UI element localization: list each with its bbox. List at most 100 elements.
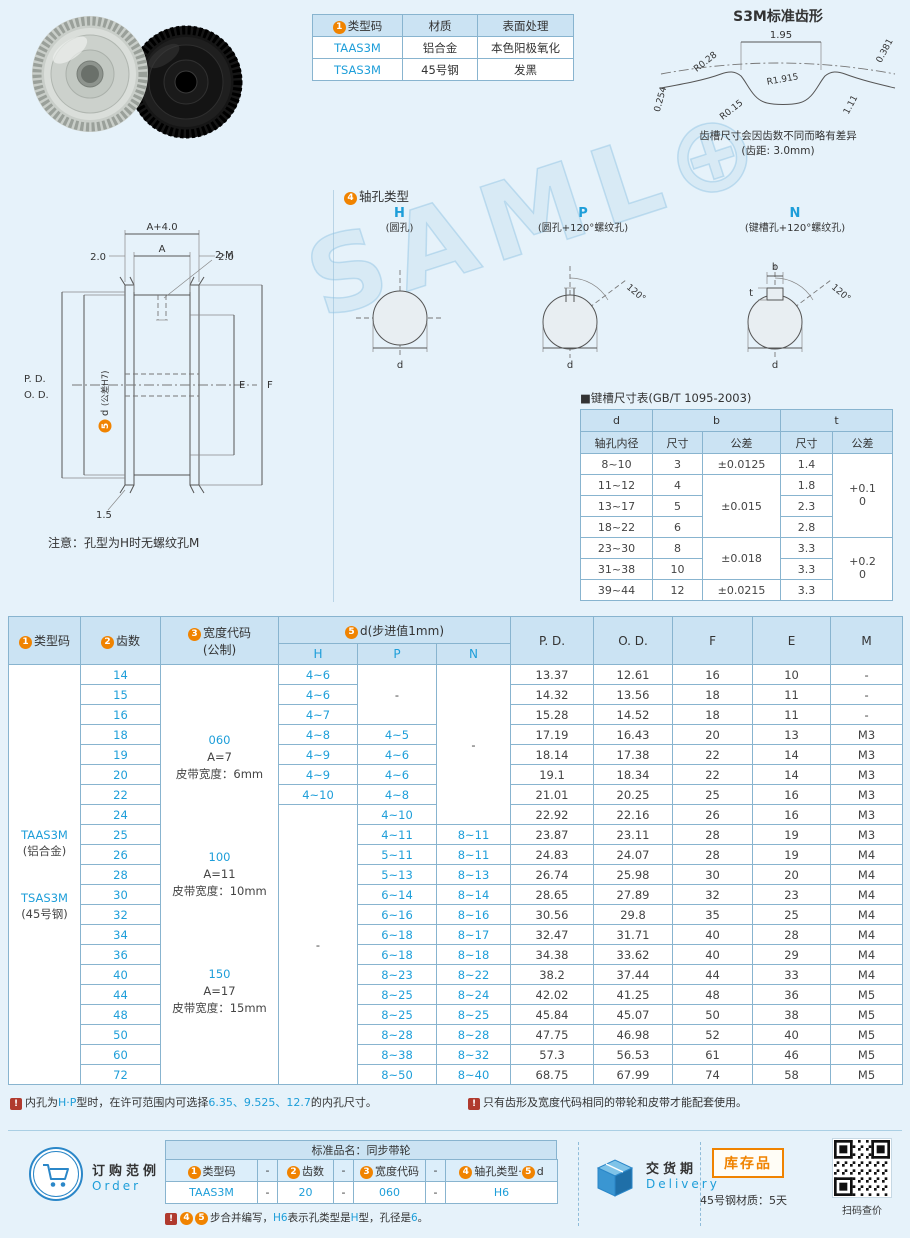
cell: 10	[652, 558, 703, 580]
cell: 28	[752, 924, 832, 945]
dim-label: 0.254	[653, 85, 669, 113]
cell: 22.92	[510, 804, 595, 825]
cell: -	[830, 704, 904, 725]
cell: 14.32	[510, 684, 595, 705]
angle-label: 120°	[624, 283, 647, 305]
dim-label: 1.11	[842, 94, 860, 116]
cell: -	[830, 664, 904, 685]
col-header: 公差	[832, 431, 894, 454]
cell: 4~10	[278, 784, 358, 805]
cell: 32	[672, 884, 754, 905]
cell: 31.71	[593, 924, 674, 945]
dim-label: 2.0	[218, 252, 234, 263]
cell: 6~16	[357, 904, 437, 925]
cell: 8~38	[357, 1044, 437, 1065]
cell: 40	[672, 924, 754, 945]
cell: +0.2 0	[832, 537, 894, 601]
cell: 8~28	[357, 1024, 437, 1045]
cell: 47.75	[510, 1024, 595, 1045]
dim-label: t	[749, 288, 753, 299]
cell: 74	[672, 1064, 754, 1085]
cell: 25	[80, 824, 161, 845]
cell: 50	[80, 1024, 161, 1045]
cell: 15	[80, 684, 161, 705]
hole-type-p: P (圆孔+120°螺纹孔) 120° d	[498, 206, 668, 379]
cell: 26	[80, 844, 161, 865]
cell: M5	[830, 1024, 904, 1045]
cell: 19	[80, 744, 161, 765]
cell: 23.87	[510, 824, 595, 845]
col-header: b	[651, 409, 782, 432]
cell: 18	[672, 704, 754, 725]
cell: 3.3	[780, 537, 834, 559]
cell: M5	[830, 1044, 904, 1065]
cell: 4	[652, 474, 703, 496]
cell: 19.1	[510, 764, 595, 785]
cell: -	[278, 804, 358, 1085]
cell: 20	[752, 864, 832, 885]
cell: 12.61	[593, 664, 674, 685]
cell: 4~9	[278, 764, 358, 785]
cell: 18	[80, 724, 161, 745]
cell: 27.89	[593, 884, 674, 905]
svg-text:d: d	[100, 410, 111, 416]
cell: M4	[830, 924, 904, 945]
dim-label: R1.915	[766, 72, 799, 87]
col-header-f: F	[672, 616, 754, 665]
product-photos	[32, 16, 243, 139]
column-header: 表面处理	[477, 14, 574, 37]
cell: 13~17	[580, 495, 653, 517]
cell: 13.56	[593, 684, 674, 705]
cell: 18	[672, 684, 754, 705]
cell: 60	[80, 1044, 161, 1065]
cell: 14	[752, 764, 832, 785]
cell: M4	[830, 884, 904, 905]
svg-text:5: 5	[101, 423, 111, 429]
cell: 6~18	[357, 944, 437, 965]
cell: 41.25	[593, 984, 674, 1005]
keyway-table-title: ■键槽尺寸表(GB/T 1095-2003)	[580, 391, 752, 405]
cell: 24.07	[593, 844, 674, 865]
bottom-divider	[8, 1130, 902, 1131]
cell: 4~10	[357, 804, 437, 825]
hole-type-desc: (圆孔+120°螺纹孔)	[537, 223, 629, 234]
cell: 19	[752, 844, 832, 865]
dim-label: d	[567, 360, 573, 371]
cell: 4~7	[278, 704, 358, 725]
cell: 8~14	[435, 884, 512, 905]
cell: 8~18	[435, 944, 512, 965]
cell: 铝合金	[402, 36, 478, 59]
col-header: 轴孔内径	[580, 431, 653, 454]
cell: 38.2	[510, 964, 595, 985]
cell: 32	[80, 904, 161, 925]
col-header-m: M	[830, 616, 904, 665]
cart-icon	[29, 1147, 83, 1201]
cell: M3	[830, 824, 904, 845]
cell: 40	[752, 1024, 832, 1045]
cell: M5	[830, 984, 904, 1005]
angle-label: 120°	[829, 283, 852, 305]
hole-type-letter: H	[394, 206, 405, 221]
pulley-section-drawing: 2-M A+4.0 A 2.0 2.0 P. D. O. D. 5	[24, 222, 273, 521]
cell: 16.43	[593, 724, 674, 745]
cell: 26.74	[510, 864, 595, 885]
dim-label: 0.381	[875, 37, 896, 64]
cell: 13	[752, 724, 832, 745]
dim-label: 2-M	[215, 250, 234, 261]
cell: 12	[652, 579, 703, 601]
